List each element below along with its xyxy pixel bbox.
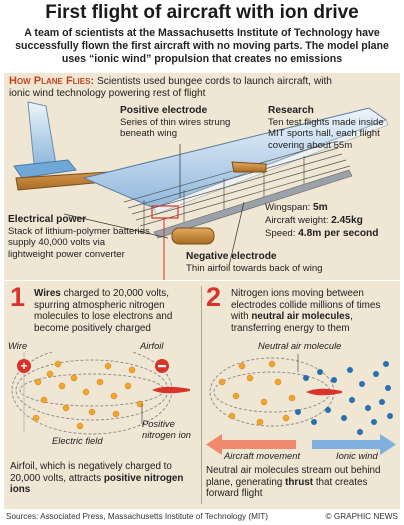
positive-wire-icon [17,359,31,373]
aircraft-movement-arrow [206,434,296,455]
step1-caption-text: Airfoil, which is negatively charged to … [10,461,172,484]
weight-value: 2.45kg [331,215,363,226]
step1-caption-bold: positive nitrogen ions [10,472,184,496]
electrode-wires [123,141,351,232]
airfoil-shape [152,386,190,394]
wingspan-label: Wingspan: [265,202,311,213]
negative-electrode-label: Negative electrode Thin airfoil towards … [186,251,376,274]
research-text: Ten test flights made inside MIT sports … [268,116,384,151]
neutral-molecules [295,361,393,435]
process-panel [4,281,400,509]
positive-electrode-heading: Positive electrode [120,105,208,116]
step2-text-pre: Nitrogen ions moving between electrodes … [231,288,381,323]
specs-block: Wingspan: 5m Aircraft weight: 2.45kg Spe… [265,201,399,240]
how-heading: How Plane Flies: [9,75,95,87]
wire-label: Wire [8,340,28,351]
tail-plane [13,159,77,179]
research-label: Research Ten test flights made inside MI… [268,105,396,151]
step1-text: Wires charged to 20,000 volts, spurring … [34,288,196,334]
nose-cone [231,161,267,173]
step1-bold: Wires [34,288,61,299]
step1-caption: Airfoil, which is negatively charged to … [10,461,196,496]
electric-field-label: Electric field [52,435,103,446]
research-heading: Research [268,105,314,116]
how-plane-flies: How Plane Flies: Scientists used bungee … [9,75,339,100]
step1-number: 1 [10,282,26,312]
electrical-power-label: Electrical power Stack of lithium-polyme… [8,214,150,260]
step1-body: charged to 20,000 volts, spurring atmosp… [34,288,173,334]
ionic-wind-arrow [312,434,396,455]
plane-illustration [13,101,389,280]
step2-caption: Neutral air molecules stream out behind … [206,465,396,500]
subtitle: A team of scientists at the Massachusett… [15,27,389,65]
airfoil-label: Airfoil [140,340,164,351]
positive-ion-label: Positive nitrogen ion [142,418,191,440]
positive-electrode-label: Positive electrode Series of thin wires … [120,105,232,140]
page-title: First flight of aircraft with ion drive [45,2,359,23]
positive-ions [32,360,144,430]
step2-text-bold: neutral air molecules [251,311,351,323]
speed-value: 4.8m per second [298,228,379,239]
electrical-power-text: Stack of lithium-polymer batteries suppl… [8,225,150,260]
battery-pack [171,227,215,245]
weight-label: Aircraft weight: [265,215,329,226]
step2-caption-post: that creates forward flight [206,476,368,500]
credit-footer: © GRAPHIC NEWS [325,512,398,521]
step1-diagram: + [11,352,190,435]
step2-diagram [206,354,396,455]
tail-fin [27,101,57,165]
panel-divider [201,286,202,504]
how-text: Scientists used bungee cords to launch a… [9,76,332,99]
negative-airfoil [153,169,353,239]
callout-box [151,205,179,219]
ions-2 [218,360,296,426]
aircraft-movement-label: Aircraft movement [224,450,301,461]
step2-text-post: , transferring energy to them [231,311,353,334]
positive-electrode-text: Series of thin wires strung beneath wing [120,116,231,140]
step2-text: Nitrogen ions moving between electrodes … [231,288,397,334]
negative-electrode-heading: Negative electrode [186,251,277,262]
airfoil-shape-2 [306,388,342,396]
ionic-wind-label: Ionic wind [336,450,378,461]
wingspan-value: 5m [313,202,328,213]
step2-caption-bold: thrust [285,476,314,488]
negative-electrode-text: Thin airfoil towards back of wing [186,262,323,274]
sources-footer: Sources: Associated Press, Massachusetts… [6,512,268,521]
neutral-molecule-label: Neutral air molecule [258,340,342,351]
svg-text:+: + [20,359,27,373]
electrical-power-heading: Electrical power [8,214,87,225]
speed-label: Speed: [265,228,296,239]
step2-caption-text: Neutral air molecules stream out behind … [206,465,381,488]
step2-number: 2 [206,282,222,312]
